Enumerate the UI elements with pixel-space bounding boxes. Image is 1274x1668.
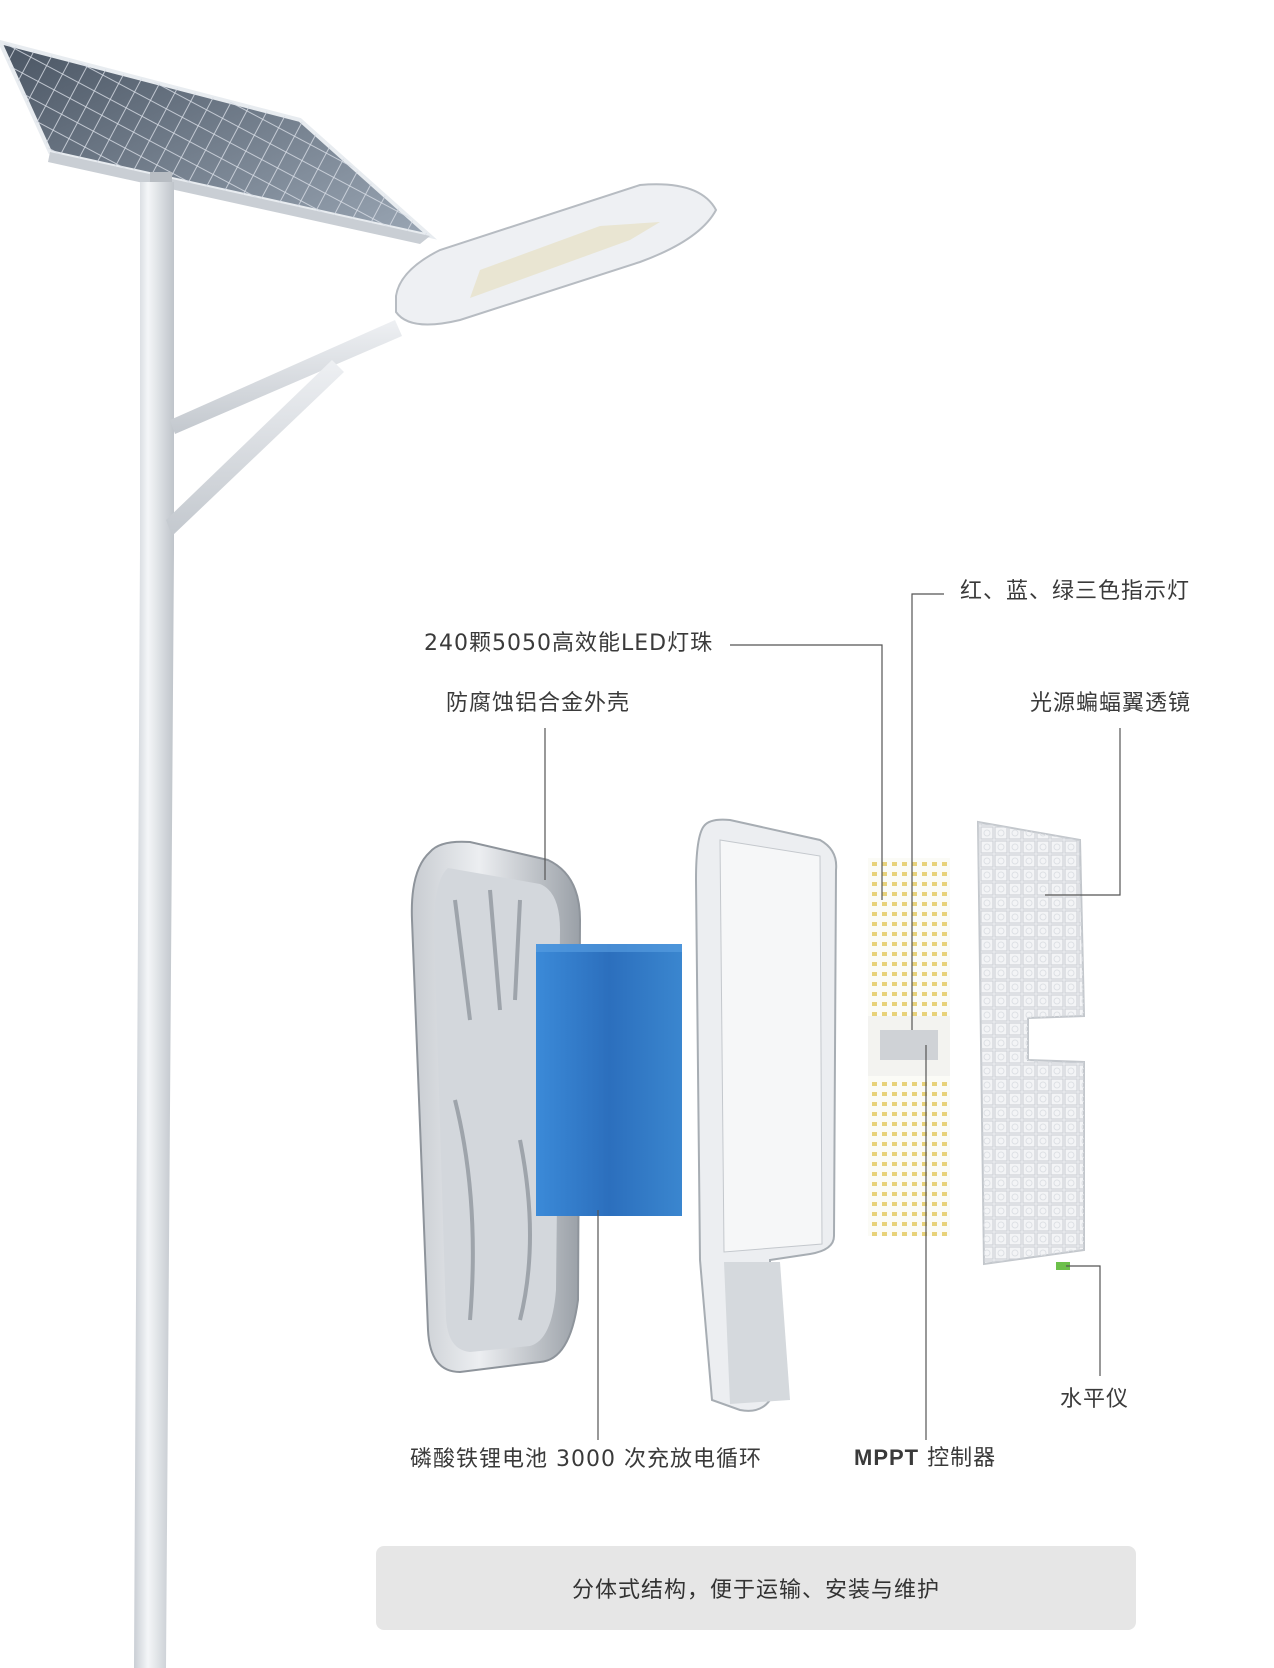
label-batwing-lens: 光源蝙蝠翼透镜 [1030, 691, 1192, 716]
label-mppt-controller: MPPT 控制器 [854, 1444, 996, 1473]
led-board [868, 858, 950, 1236]
level-indicator [1056, 1262, 1070, 1270]
label-lifepo4-battery: 磷酸铁锂电池 3000 次充放电循环 [410, 1447, 762, 1472]
light-body-plate [694, 818, 838, 1412]
label-aluminum-housing: 防腐蚀铝合金外壳 [446, 691, 631, 716]
label-mppt-prefix: MPPT [854, 1445, 920, 1470]
leader-lines [544, 593, 1121, 1440]
label-led-beads: 240颗5050高效能LED灯珠 [424, 631, 714, 656]
label-mppt-suffix: 控制器 [919, 1446, 997, 1471]
lamp-head [395, 183, 718, 326]
leader-led [730, 644, 883, 900]
batwing-lens [976, 820, 1086, 1270]
solar-panel [0, 39, 438, 244]
leader-indicator [911, 593, 944, 1030]
caption-text: 分体式结构，便于运输、安装与维护 [571, 1578, 940, 1603]
lamp-pole [134, 182, 402, 1668]
label-spirit-level: 水平仪 [1060, 1387, 1130, 1412]
leader-level [1066, 1265, 1101, 1376]
lifepo4-battery [536, 944, 682, 1216]
leader-lens [1045, 728, 1121, 896]
label-indicator-light: 红、蓝、绿三色指示灯 [960, 579, 1191, 604]
caption-box: 分体式结构，便于运输、安装与维护 [376, 1546, 1136, 1630]
mppt-controller-board [880, 1030, 938, 1060]
